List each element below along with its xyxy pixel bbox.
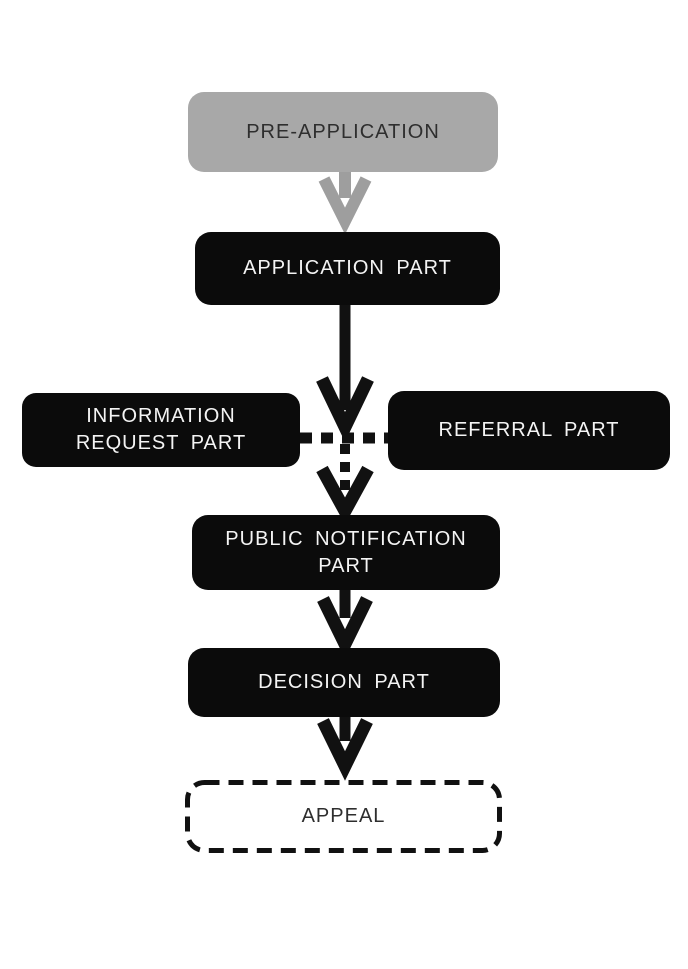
node-information-request-line2: REQUEST PART — [75, 432, 247, 454]
node-information-request-part: INFORMATION REQUEST PART — [22, 393, 300, 467]
node-decision-part-label: DECISION PART — [258, 671, 430, 693]
node-application-part: APPLICATION PART — [195, 232, 500, 305]
node-pre-application-label: PRE-APPLICATION — [246, 120, 440, 143]
dotted-arrow-to-public-notification — [316, 444, 374, 525]
appeal-dashed-border — [185, 780, 502, 853]
arrow-head-chevron — [316, 465, 374, 525]
node-public-notification-part: PUBLIC NOTIFICATION PART — [192, 515, 500, 590]
arrow-preapplication-to-application — [318, 170, 372, 235]
arrow-head-chevron — [318, 176, 372, 235]
node-referral-part: REFERRAL PART — [388, 391, 670, 470]
node-information-request-line1: INFORMATION — [86, 405, 236, 427]
node-public-notification-line1: PUBLIC NOTIFICATION — [225, 527, 467, 550]
arrow-head-chevron — [316, 376, 374, 443]
node-appeal: APPEAL — [185, 780, 502, 853]
arrow-head-chevron — [317, 718, 373, 781]
node-referral-part-label: REFERRAL PART — [438, 419, 620, 441]
node-application-part-label: APPLICATION PART — [243, 257, 452, 279]
node-decision-part: DECISION PART — [188, 648, 500, 717]
node-pre-application: PRE-APPLICATION — [188, 92, 498, 172]
node-appeal-label: APPEAL — [301, 805, 386, 827]
arrow-head-chevron — [317, 596, 373, 659]
node-public-notification-line2: PART — [318, 554, 374, 577]
arrow-application-down — [316, 304, 374, 443]
arrow-decision-to-appeal — [317, 716, 373, 781]
arrow-public-notification-to-decision — [317, 589, 373, 659]
